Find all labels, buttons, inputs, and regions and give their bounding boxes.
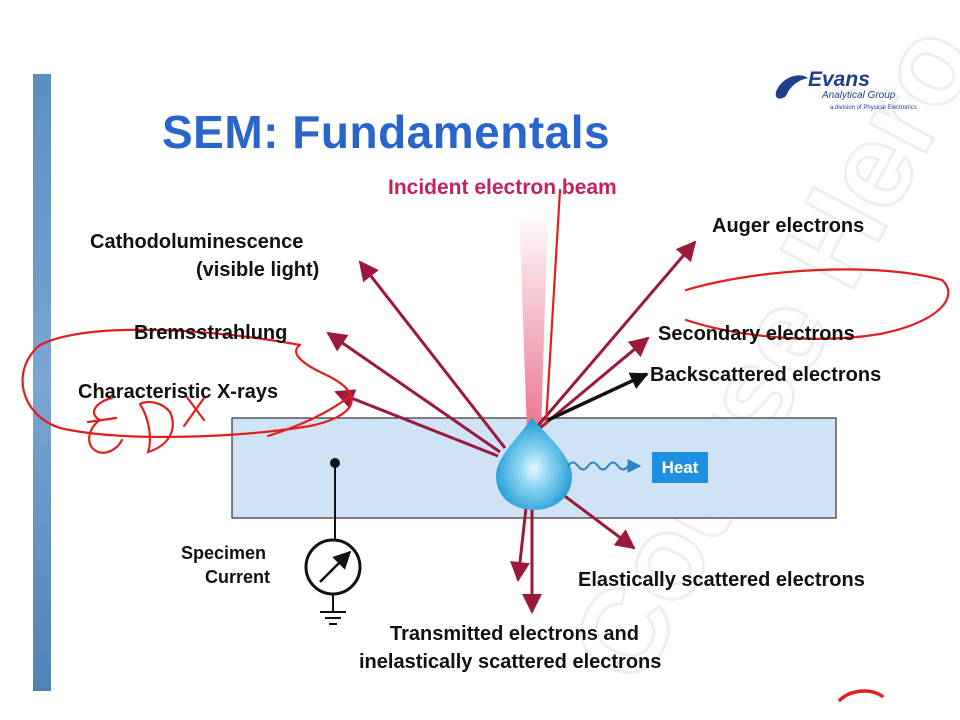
label-backscattered-electrons: Backscattered electrons	[650, 364, 882, 386]
logo-icon	[775, 75, 808, 99]
ink-letter-d	[138, 401, 174, 454]
label-current: Current	[205, 567, 271, 587]
ammeter-icon	[304, 538, 362, 596]
incident-beam	[519, 210, 548, 432]
ink-letter-e-bar	[86, 416, 118, 424]
interaction-volume	[496, 418, 572, 510]
label-cathodoluminescence: Cathodoluminescence	[90, 231, 304, 253]
specimen-current-circuit	[304, 458, 362, 625]
label-inelastically-scattered: inelastically scattered electrons	[359, 651, 662, 673]
ink-letter-e	[88, 396, 124, 454]
slide-background	[33, 74, 960, 691]
arrow-characteristic-xrays	[334, 389, 499, 458]
label-secondary-electrons: Secondary electrons	[658, 323, 855, 345]
logo-tagline: a division of Physical Electronics	[830, 105, 917, 111]
ink-tail-xrays	[266, 394, 352, 438]
heat-label: Heat	[652, 452, 708, 483]
ink-letter-x	[182, 394, 206, 428]
ink-circle-auger	[684, 268, 950, 340]
left-decorative-band	[33, 74, 51, 691]
ink-beam-line	[544, 188, 562, 426]
arrow-cathodoluminescence	[358, 260, 507, 449]
logo-subtitle: Analytical Group	[822, 90, 896, 101]
incident-beam-label: Incident electron beam	[388, 176, 617, 199]
arrow-auger	[534, 240, 697, 429]
logo-name: Evans	[808, 68, 870, 91]
heat-wave	[567, 459, 642, 473]
arrow-secondary	[539, 336, 650, 430]
emission-arrows	[326, 240, 697, 614]
ink-annotations	[21, 188, 950, 702]
label-bremsstrahlung: Bremsstrahlung	[134, 322, 288, 344]
label-auger-electrons: Auger electrons	[712, 215, 865, 237]
label-specimen: Specimen	[181, 543, 267, 563]
label-transmitted: Transmitted electrons and	[390, 623, 639, 645]
arrow-bremsstrahlung	[326, 331, 501, 454]
label-elastically-scattered: Elastically scattered electrons	[578, 569, 865, 591]
label-characteristic-xrays: Characteristic X-rays	[78, 381, 279, 403]
ink-corner-mark	[838, 689, 884, 702]
label-visible-light: (visible light)	[196, 259, 320, 281]
slide-title: SEM: Fundamentals	[162, 106, 611, 158]
ink-circle-xrays	[21, 328, 353, 438]
arrow-backscattered	[547, 372, 649, 422]
